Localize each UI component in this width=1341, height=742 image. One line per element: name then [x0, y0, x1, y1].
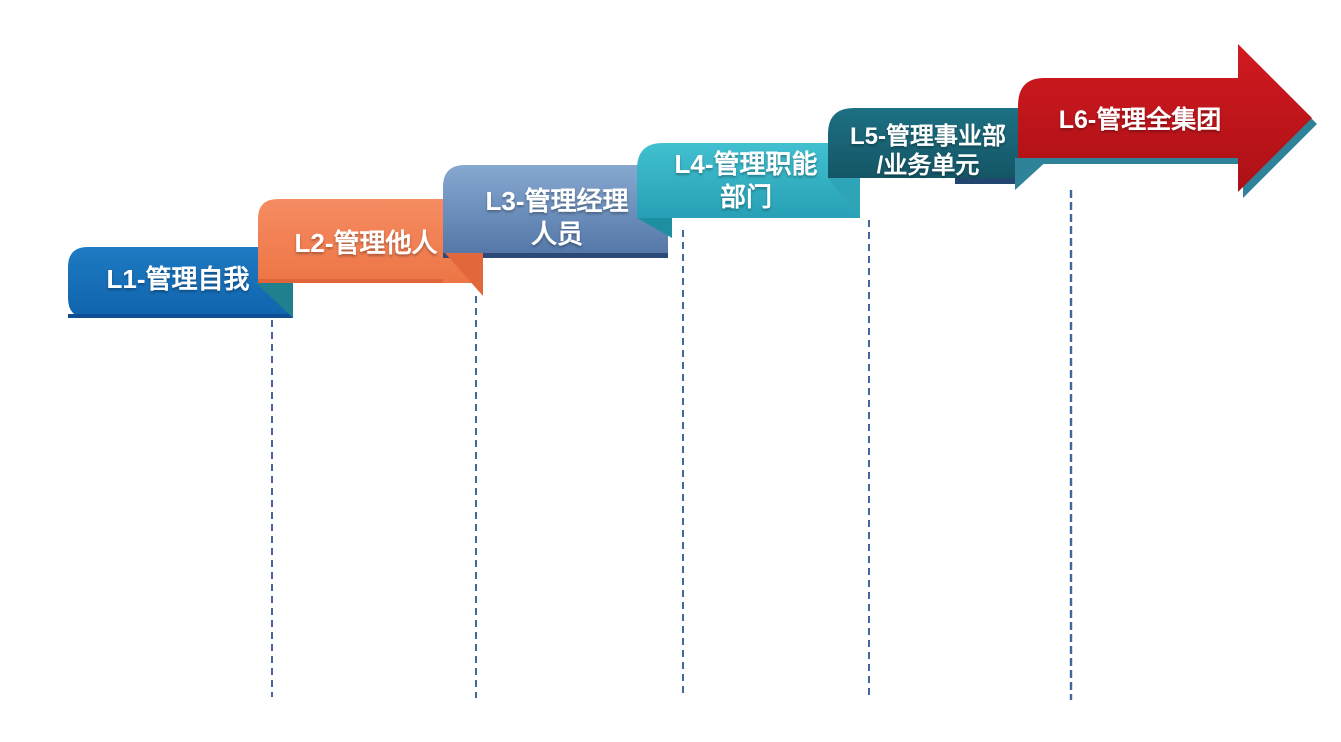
step-l5-label-line1: L5-管理事业部 — [850, 122, 1006, 150]
step-l4-banner — [637, 143, 860, 218]
fold-l3-l4 — [637, 218, 672, 238]
step-l5-label-line2: /业务单元 — [877, 151, 980, 179]
step-l3-bottom-edge — [443, 253, 668, 258]
step-l6-arrow — [1018, 44, 1312, 192]
step-l1-label: L1-管理自我 — [106, 264, 249, 294]
step-l3-banner — [443, 165, 668, 253]
step-l4-label-line1: L4-管理职能 — [674, 149, 817, 179]
step-l5-bottom-edge — [955, 178, 1021, 184]
step-l4-label-line2: 部门 — [720, 182, 772, 212]
step-l1-bottom-edge — [68, 314, 293, 318]
step-l2-label: L2-管理他人 — [294, 228, 437, 258]
step-l5-banner — [828, 108, 1021, 178]
step-l2-banner — [258, 199, 483, 283]
step-l1-banner — [68, 247, 293, 318]
step-l3-label-line1: L3-管理经理 — [485, 186, 628, 216]
fold-l2-l3 — [445, 253, 483, 296]
step-l6-label: L6-管理全集团 — [1059, 105, 1222, 134]
step-l3-label-line2: 人员 — [531, 219, 583, 249]
fold-l4-l5 — [828, 178, 860, 218]
step-l2-bottom-edge — [258, 279, 443, 283]
fold-l1-l2 — [256, 283, 293, 318]
fold-l5-l6 — [1015, 158, 1050, 190]
